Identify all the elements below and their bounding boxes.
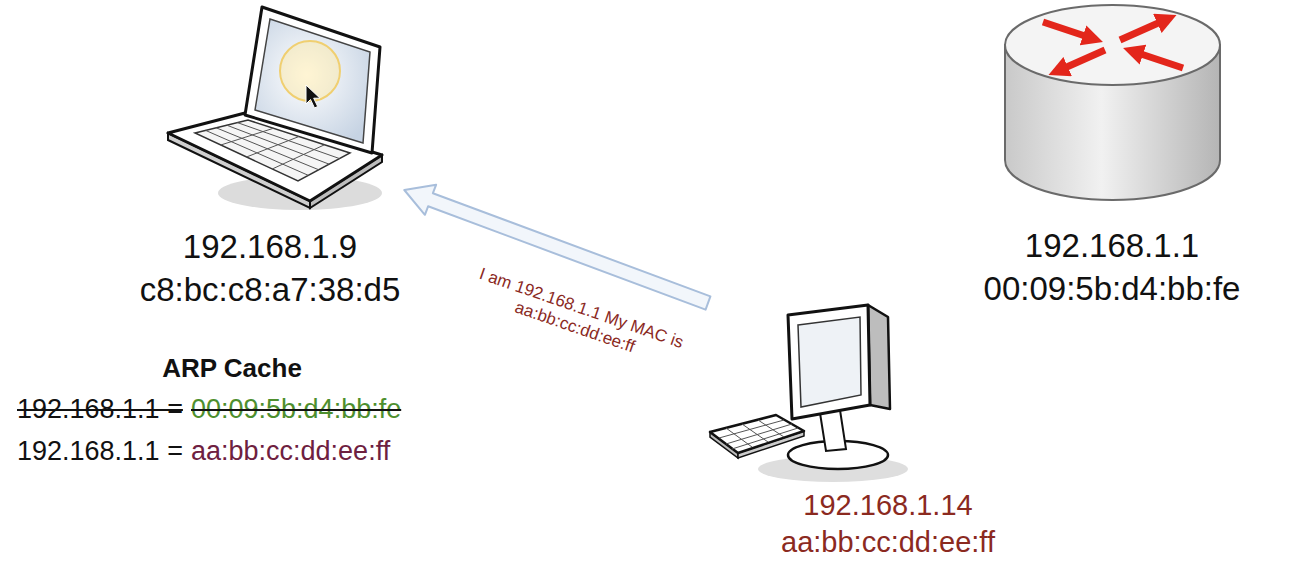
arp-old-mac: 00:09:5b:d4:bb:fe	[183, 394, 401, 424]
arp-cache-table: ARP Cache 192.168.1.1 =00:09:5b:d4:bb:fe1…	[17, 350, 447, 474]
edge-label: I am 192.168.1.1 My MAC is aa:bb:cc:dd:e…	[449, 255, 707, 381]
ip-address: 192.168.1.1	[1021, 224, 1203, 267]
mac-address: c8:bc:c8:a7:38:d5	[136, 268, 405, 311]
mac-address: 00:09:5b:d4:bb:fe	[980, 267, 1245, 310]
ip-address: 192.168.1.14	[799, 487, 976, 524]
router-host: 192.168.1.100:09:5b:d4:bb:fe	[980, 2, 1245, 310]
arp-ip: 192.168.1.1 =	[17, 436, 183, 466]
ip-address: 192.168.1.9	[179, 225, 361, 268]
router-icon	[995, 0, 1230, 205]
mac-address: aa:bb:cc:dd:ee:ff	[777, 524, 999, 561]
laptop-host: 192.168.1.9c8:bc:c8:a7:38:d5	[136, 5, 405, 311]
arp-new-mac: aa:bb:cc:dd:ee:ff	[191, 436, 390, 466]
laptop-icon	[150, 5, 390, 215]
attacker-host: 192.168.1.14aa:bb:cc:dd:ee:ff	[708, 297, 1068, 561]
desktop-icon	[708, 297, 908, 487]
arp-ip: 192.168.1.1 =	[17, 394, 183, 424]
arp-cache-heading: ARP Cache	[162, 353, 302, 383]
